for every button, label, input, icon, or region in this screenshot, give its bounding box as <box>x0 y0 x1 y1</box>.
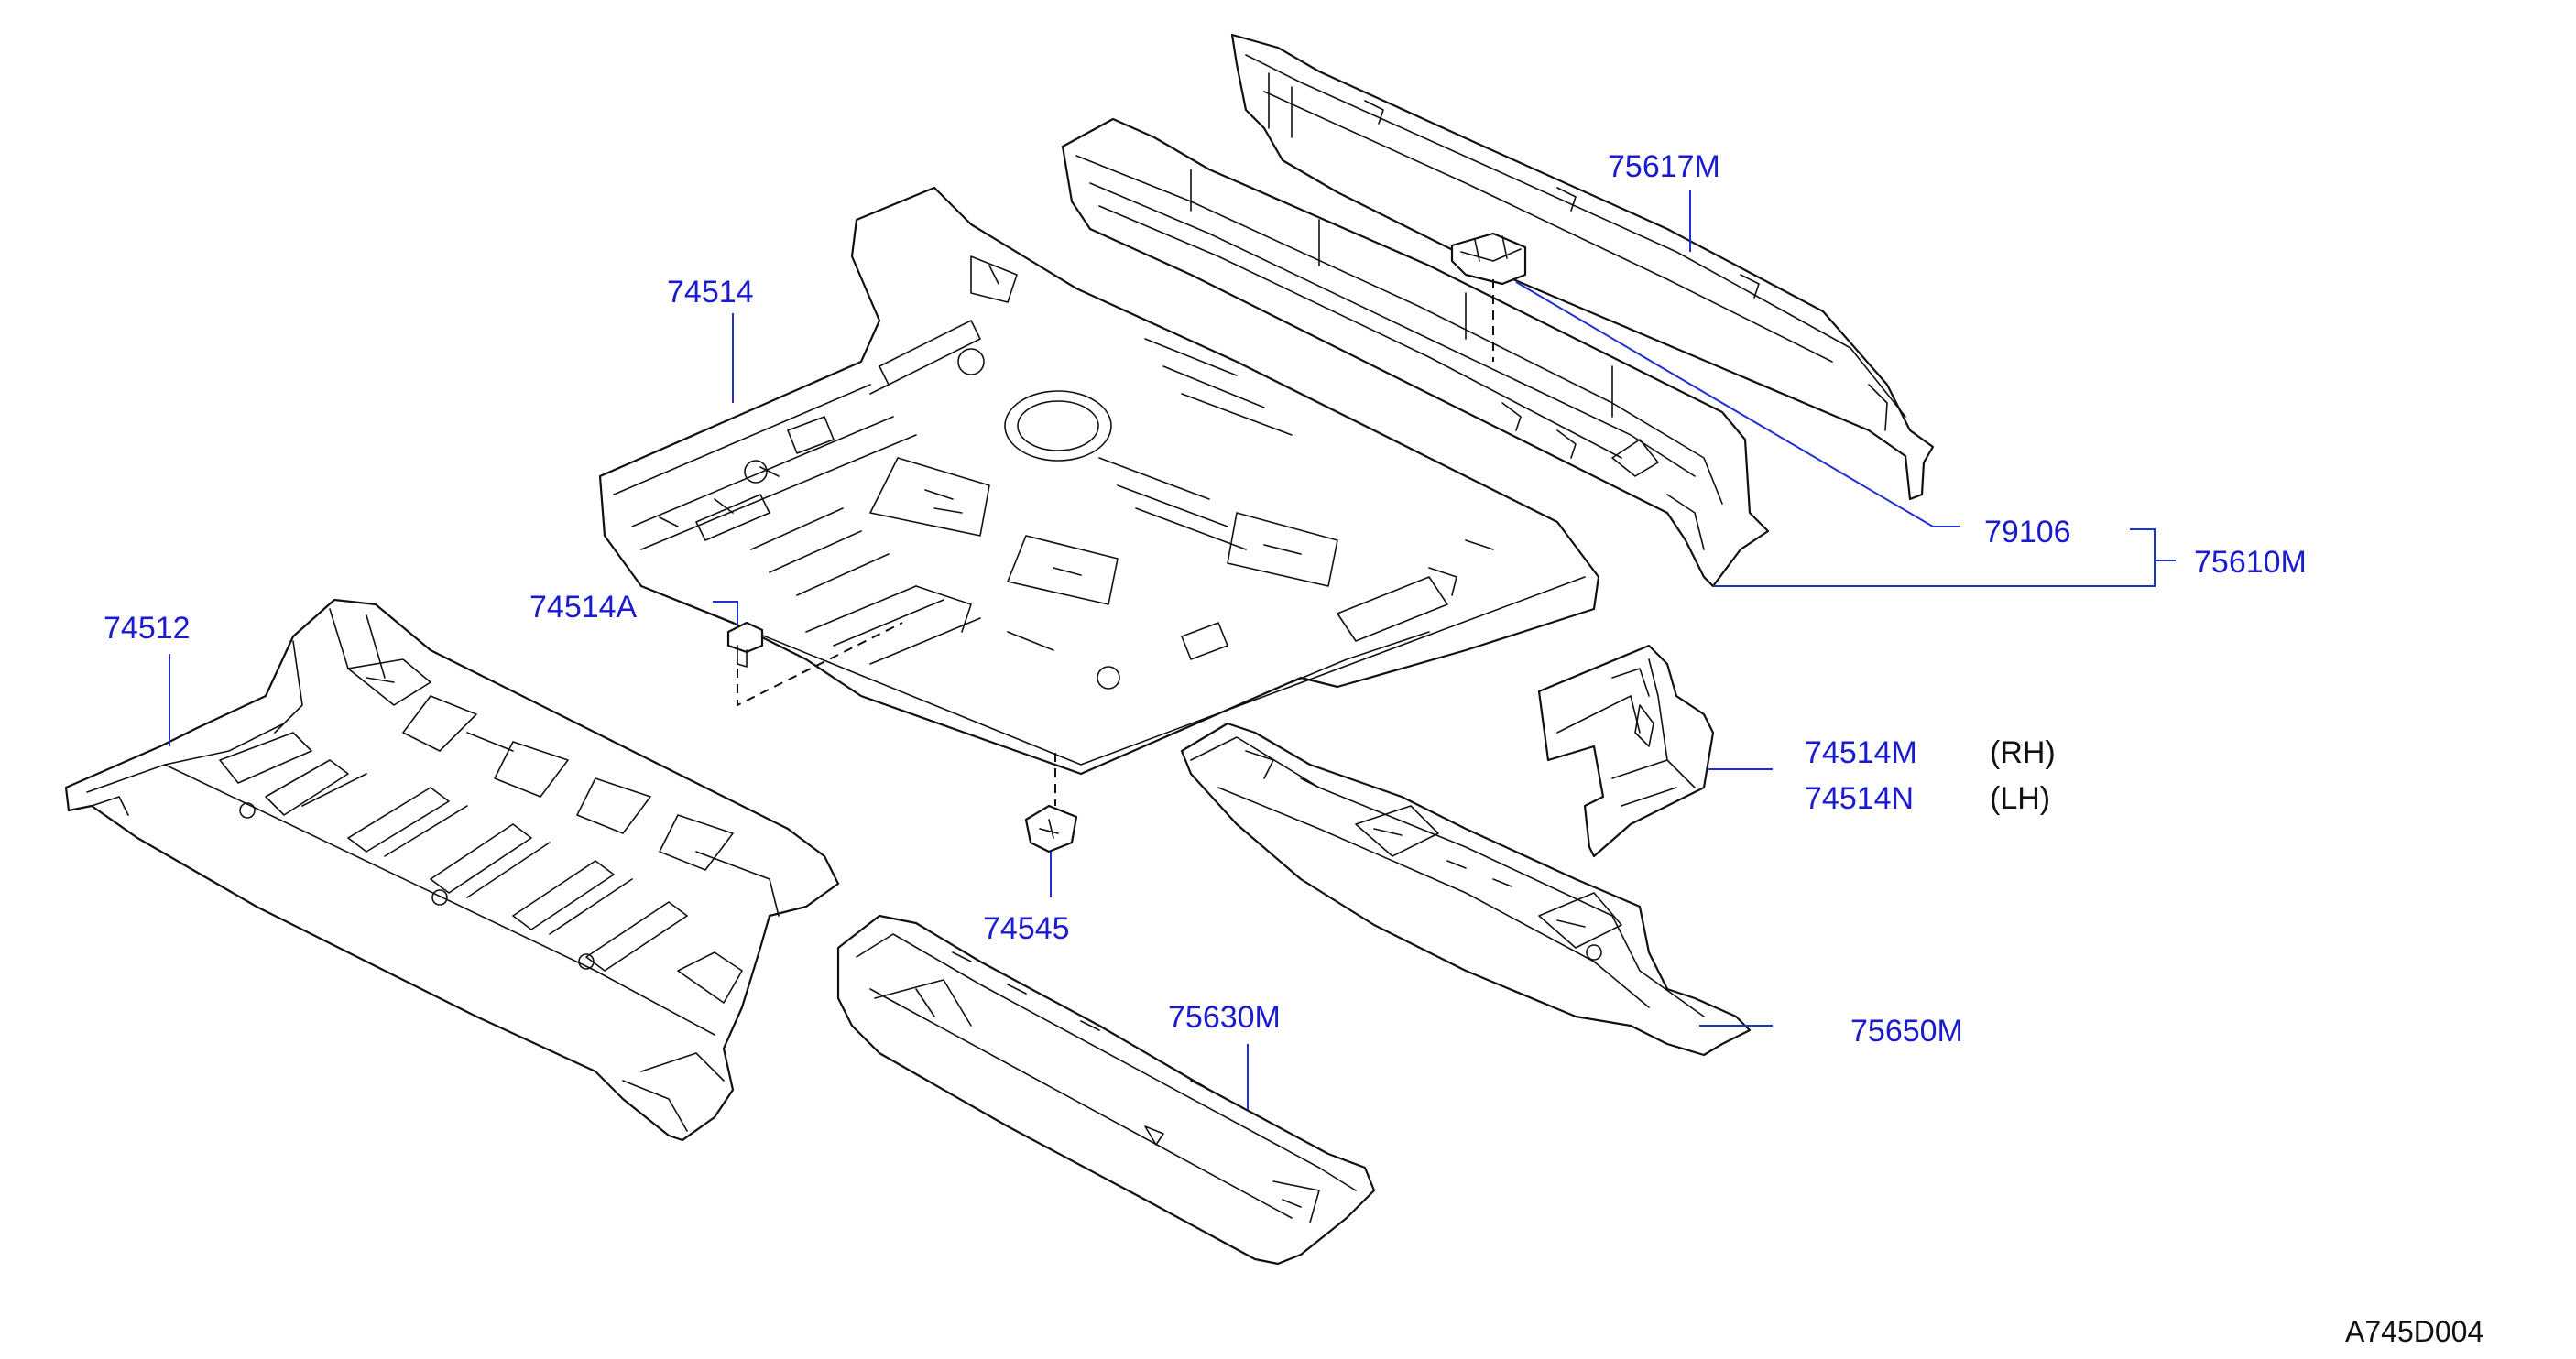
label-rh: (RH) <box>1990 735 2056 770</box>
part-74514m-74514n-bracket <box>1537 644 1715 858</box>
label-79106: 79106 <box>1984 515 2071 549</box>
part-74514-rear-floor <box>598 186 1600 776</box>
part-79106-bracket <box>1450 232 1527 286</box>
diagram-code: A745D004 <box>2345 1315 2483 1348</box>
label-75630m: 75630M <box>1168 1000 1281 1035</box>
label-74512: 74512 <box>104 611 191 646</box>
label-75617m: 75617M <box>1608 149 1720 184</box>
leader-79106 <box>1515 281 1960 527</box>
label-74514a: 74514A <box>529 590 638 625</box>
label-lh: (LH) <box>1990 781 2050 816</box>
part-74512-front-floor <box>64 598 840 1142</box>
part-74545-clip <box>1024 804 1078 853</box>
label-74514: 74514 <box>667 275 754 310</box>
leader-74514a <box>713 601 738 625</box>
part-75630m-member <box>836 914 1376 1266</box>
label-74514m: 74514M <box>1805 735 1917 770</box>
callout-labels: 75617M 74514 79106 75610M 74514A 74512 7… <box>104 149 2483 1348</box>
leader-75610m <box>1713 528 2176 587</box>
part-75610m-rear-member <box>1061 117 1770 588</box>
label-75610m: 75610M <box>2194 545 2307 580</box>
part-75617m-cross-member <box>1230 33 1935 501</box>
leader-lines <box>169 190 2176 1110</box>
label-74514n: 74514N <box>1805 781 1914 816</box>
label-75650m: 75650M <box>1850 1014 1963 1049</box>
label-74545: 74545 <box>983 911 1070 946</box>
assembly-dashed-lines <box>737 279 1494 806</box>
part-74514a-clip <box>726 621 764 668</box>
part-75650m-member <box>1180 722 1752 1057</box>
